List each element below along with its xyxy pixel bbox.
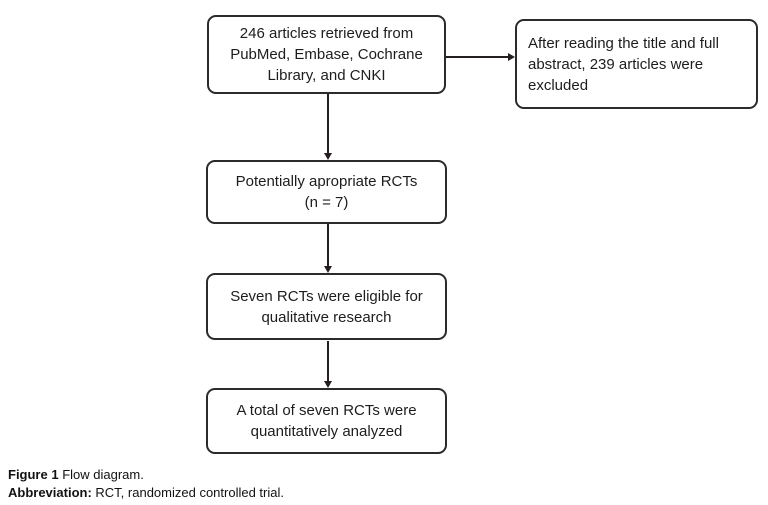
flow-box-appropriate-subtext: (n = 7) — [304, 194, 349, 211]
abbreviation-label: Abbreviation: — [8, 484, 92, 500]
arrow-retrieved-to-excluded — [446, 52, 515, 61]
arrow-appropriate-to-qualitative — [323, 224, 332, 273]
abbreviation-text: RCT, randomized controlled trial. — [91, 484, 284, 500]
arrow-retrieved-to-appropriate — [323, 94, 332, 160]
abbreviation-line: Abbreviation: RCT, randomized controlled… — [8, 484, 284, 502]
flow-box-retrieved-text: 246 articles retrieved from PubMed, Emba… — [230, 25, 423, 84]
flow-box-qualitative-text: Seven RCTs were eligible for qualitative… — [230, 287, 423, 326]
flow-box-quantitative-text: A total of seven RCTs were quantitativel… — [236, 402, 417, 440]
arrowhead-down-icon — [323, 381, 332, 388]
flow-box-retrieved: 246 articles retrieved from PubMed, Emba… — [207, 15, 446, 94]
arrow-line — [326, 341, 329, 381]
flow-box-appropriate-text: Potentially apropriate RCTs — [235, 173, 418, 190]
flow-box-appropriate: Potentially apropriate RCTs (n = 7) — [206, 160, 447, 224]
flow-box-quantitative: A total of seven RCTs were quantitativel… — [206, 388, 447, 454]
arrow-line — [446, 55, 508, 58]
flow-box-excluded: After reading the title and full abstrac… — [515, 19, 758, 109]
figure-caption-line: Figure 1 Flow diagram. — [8, 466, 284, 484]
arrowhead-down-icon — [323, 153, 332, 160]
flow-box-qualitative: Seven RCTs were eligible for qualitative… — [206, 273, 447, 340]
arrow-line — [326, 94, 329, 153]
arrowhead-right-icon — [508, 52, 515, 61]
figure-title-text: Flow diagram. — [58, 467, 144, 482]
arrow-qualitative-to-quantitative — [323, 341, 332, 388]
arrow-line — [326, 224, 329, 266]
figure-caption: Figure 1 Flow diagram. Abbreviation: RCT… — [8, 466, 284, 501]
arrowhead-down-icon — [323, 266, 332, 273]
flow-box-excluded-text: After reading the title and full abstrac… — [528, 34, 719, 94]
figure-label: Figure 1 — [8, 467, 59, 482]
